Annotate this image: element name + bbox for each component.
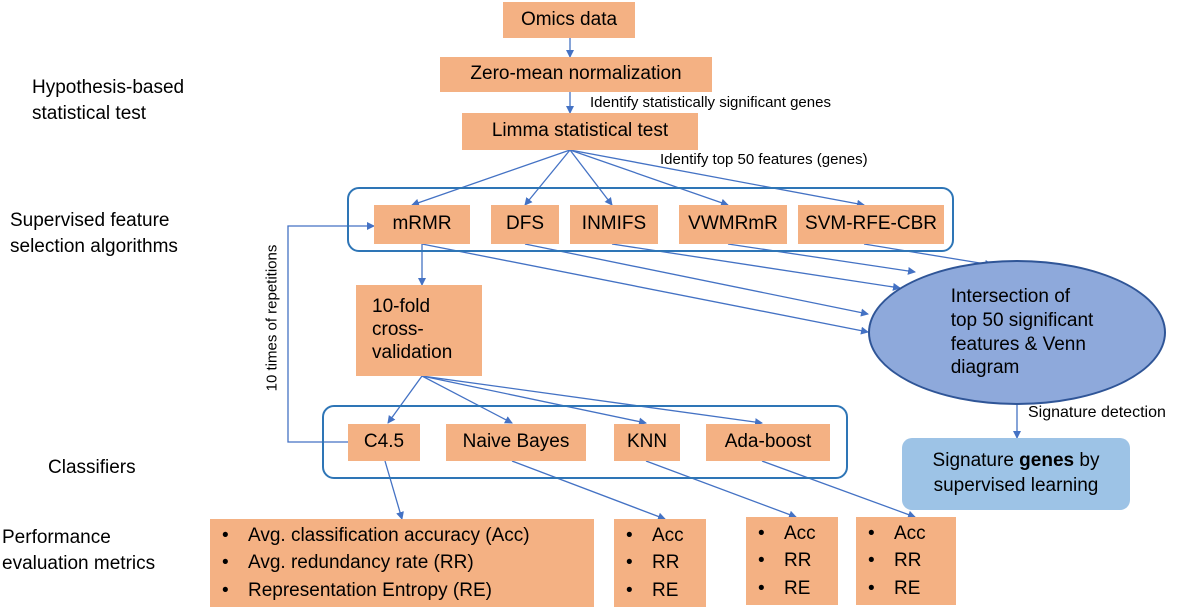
normalization-box: Zero-mean normalization: [440, 57, 712, 92]
classifier-label-c45: C4.5: [363, 431, 405, 453]
metric-item: •RR: [626, 552, 680, 574]
cv-line2: cross-: [372, 319, 424, 341]
metric-item: •Acc: [626, 524, 684, 546]
signature-line2: supervised learning: [933, 475, 1099, 496]
arrow-limma-to-inmifs: [569, 149, 613, 206]
metric-item: •RE: [868, 577, 921, 599]
metrics-box-adaboost: •Acc •RR •RE: [856, 517, 956, 605]
cv-line1: 10-fold: [372, 296, 431, 318]
metric-item: •Avg. classification accuracy (Acc): [222, 524, 530, 546]
edge-label-significant-genes: Identify statistically significant genes: [590, 94, 831, 111]
normalization-label: Zero-mean normalization: [470, 63, 682, 85]
label-performance-line1: Performance: [2, 527, 111, 548]
edge-label-signature-detection: Signature detection: [1028, 404, 1166, 421]
arrow-vwmrmr-to-intersection: [727, 243, 916, 275]
feature-selection-group: [347, 187, 954, 252]
algorithm-box-vwmrmr: VWMRmR: [679, 205, 787, 244]
cv-line3: validation: [372, 341, 453, 363]
arrow-cv-to-naive-bayes: [421, 375, 513, 424]
algorithm-box-inmifs: INMIFS: [570, 205, 658, 244]
algorithm-label-svm-rfe-cbr: SVM-RFE-CBR: [805, 213, 937, 235]
algorithm-label-vwmrmr: VWMRmR: [688, 213, 778, 235]
edge-label-top50: Identify top 50 features (genes): [660, 151, 868, 168]
label-feature-selection: Supervised feature selection algorithms: [10, 208, 178, 259]
label-hypothesis-test: Hypothesis-based statistical test: [32, 75, 184, 126]
algorithm-box-mrmr: mRMR: [374, 205, 470, 244]
metric-item: •Representation Entropy (RE): [222, 579, 492, 601]
repetition-loop-arrow: [287, 222, 375, 443]
arrow-naive-bayes-to-metrics: [511, 460, 666, 521]
limma-box: Limma statistical test: [462, 113, 698, 150]
omics-data-box: Omics data: [503, 2, 635, 38]
arrow-limma-to-svm: [569, 149, 865, 208]
arrow-cv-to-adaboost: [421, 375, 763, 427]
arrow-limma-to-dfs: [524, 149, 571, 206]
algorithm-label-inmifs: INMIFS: [581, 213, 647, 235]
signature-bold-word: genes: [1019, 450, 1075, 472]
limma-label: Limma statistical test: [491, 120, 669, 142]
metric-item: •RR: [758, 550, 812, 572]
intersection-line2: top 50 significant: [950, 309, 1094, 331]
arrow-knn-to-metrics: [645, 460, 797, 519]
omics-data-label: Omics data: [520, 8, 618, 30]
metric-item: •RE: [626, 579, 679, 601]
label-performance-line2: evaluation metrics: [2, 552, 156, 574]
intersection-line4: diagram: [950, 357, 1020, 379]
arrow-svm-to-intersection: [863, 243, 993, 268]
metric-item: •RR: [868, 550, 922, 572]
classifier-box-knn: KNN: [614, 424, 680, 461]
intersection-ellipse: Intersection of top 50 significant featu…: [868, 260, 1166, 405]
classifier-box-adaboost: Ada-boost: [706, 424, 830, 461]
cross-validation-box: 10-fold cross- validation: [356, 285, 482, 376]
label-classifiers: Classifiers: [48, 457, 136, 478]
classifier-label-adaboost: Ada-boost: [724, 431, 812, 453]
metric-item: •RE: [758, 577, 811, 599]
label-feature-selection-line2: selection algorithms: [10, 235, 178, 257]
signature-genes-box: Signature genes by supervised learning: [902, 438, 1130, 510]
intersection-line3: features & Venn: [950, 333, 1086, 355]
algorithm-box-svm-rfe-cbr: SVM-RFE-CBR: [798, 205, 944, 244]
label-performance: Performance evaluation metrics: [2, 525, 155, 576]
label-hypothesis-line2: statistical test: [32, 102, 147, 124]
algorithm-box-dfs: DFS: [491, 205, 559, 244]
arrow-limma-to-mrmr: [411, 149, 571, 207]
arrow-cv-to-knn: [421, 375, 647, 426]
metrics-box-knn: •Acc •RR •RE: [746, 517, 838, 605]
metric-item: •Acc: [868, 522, 926, 544]
arrow-dfs-to-intersection: [524, 243, 869, 317]
algorithm-label-mrmr: mRMR: [392, 213, 452, 235]
metric-item: •Avg. redundancy rate (RR): [222, 552, 474, 574]
edge-label-repetitions: 10 times of repetitions: [263, 244, 281, 392]
label-hypothesis-line1: Hypothesis-based: [32, 77, 185, 98]
arrow-mrmr-to-intersection: [421, 243, 869, 335]
arrow-c45-to-metrics: [384, 460, 404, 520]
metric-item: •Acc: [758, 522, 816, 544]
label-feature-selection-line1: Supervised feature: [10, 210, 170, 231]
classifier-box-naive-bayes: Naive Bayes: [446, 424, 586, 461]
classifier-label-naive-bayes: Naive Bayes: [462, 431, 570, 453]
classifier-label-knn: KNN: [626, 431, 668, 453]
algorithm-label-dfs: DFS: [506, 213, 544, 235]
signature-line1: Signature genes by: [932, 450, 1100, 472]
metrics-box-naive-bayes: •Acc •RR •RE: [614, 519, 706, 607]
classifier-box-c45: C4.5: [348, 424, 420, 461]
metrics-box-main: •Avg. classification accuracy (Acc) •Avg…: [210, 519, 594, 607]
arrow-limma-to-vwmrmr: [569, 149, 729, 207]
arrow-adaboost-to-metrics: [761, 460, 916, 519]
intersection-line1: Intersection of: [950, 286, 1071, 307]
arrow-cv-to-c45: [387, 375, 423, 424]
classifier-group: [322, 405, 848, 479]
